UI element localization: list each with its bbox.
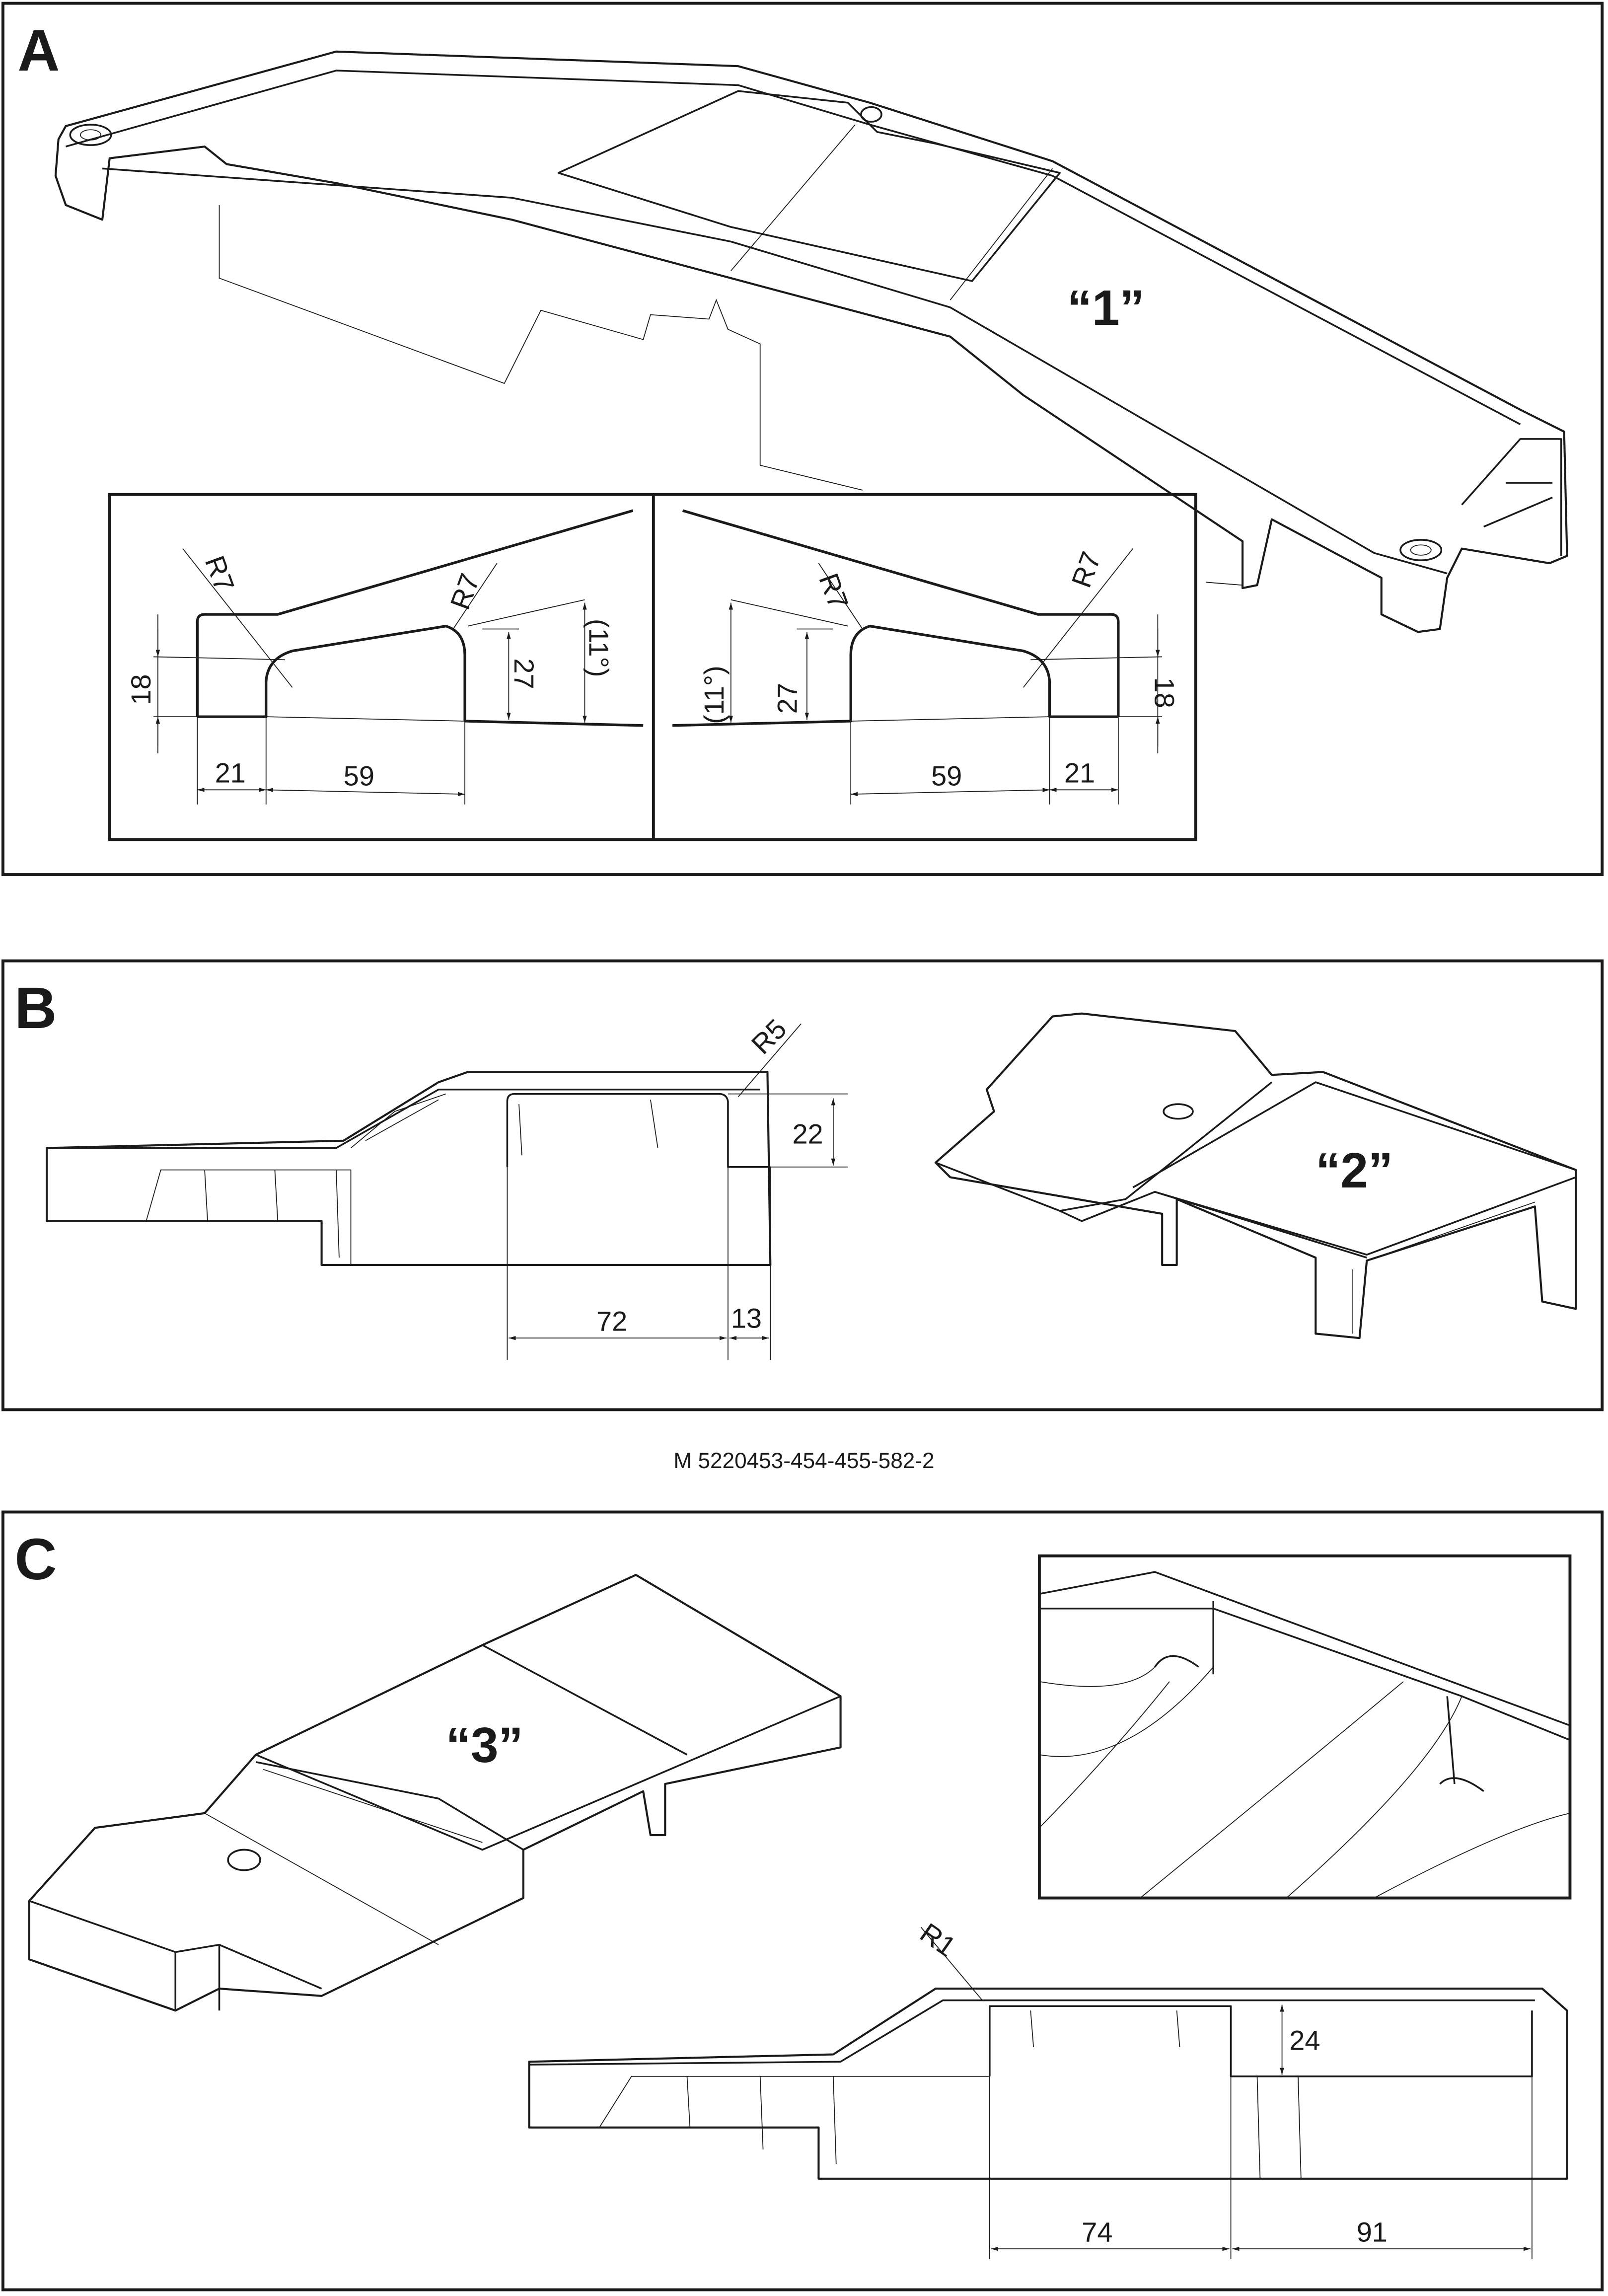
- right-height-27: 27: [771, 683, 803, 714]
- b-width-72: 72: [596, 1305, 627, 1336]
- left-height-18: 18: [125, 674, 156, 705]
- right-width-21: 21: [1064, 757, 1095, 789]
- c-height-24: 24: [1289, 2025, 1320, 2056]
- section-label-b: B: [14, 975, 57, 1040]
- b-radius-r5: R5: [745, 1013, 793, 1060]
- part-label-3: “3”: [446, 1717, 523, 1773]
- profile-detail-inset-a: R7 R7 18 27 (11°) 21 59: [108, 493, 1197, 841]
- part-2-side-view: R5 22 72 13: [46, 1013, 848, 1360]
- right-profile-detail: R7 R7 18 27 (11°) 59 21: [672, 509, 1180, 805]
- right-angle-11: (11°): [698, 666, 730, 724]
- drawing-number: M 5220453-454-455-582-2: [673, 1449, 934, 1473]
- left-height-27: 27: [509, 658, 540, 689]
- panel-a: A “1”: [1, 1, 1604, 876]
- part-3-side-view: R1 24 74 91: [528, 1917, 1568, 2259]
- b-height-22: 22: [792, 1118, 823, 1150]
- left-radius-2: R7: [444, 570, 486, 614]
- part-label-2: “2”: [1316, 1143, 1393, 1198]
- right-height-18: 18: [1149, 677, 1180, 708]
- right-radius-2: R7: [1065, 547, 1107, 592]
- panel-b: B R5 22 72 13 “2”: [1, 959, 1604, 1411]
- left-radius-1: R7: [199, 552, 241, 596]
- section-label-c: C: [14, 1526, 57, 1592]
- left-angle-11: (11°): [583, 619, 614, 677]
- b-width-13: 13: [731, 1303, 762, 1334]
- left-profile-detail: R7 R7 18 27 (11°) 21 59: [125, 509, 644, 805]
- detail-inset-c: [1037, 1554, 1572, 1900]
- c-width-74: 74: [1082, 2216, 1112, 2247]
- left-width-21: 21: [215, 757, 246, 789]
- right-radius-1: R7: [813, 569, 855, 613]
- panel-c: C “3” R1 24 74: [1, 1510, 1604, 2292]
- left-width-59: 59: [344, 760, 374, 791]
- part-label-1: “1”: [1067, 280, 1145, 336]
- part-1-isometric: [54, 50, 1568, 633]
- part-2-isometric: [934, 1012, 1577, 1339]
- right-width-59: 59: [931, 760, 962, 791]
- section-label-a: A: [17, 17, 60, 83]
- c-radius-r1: R1: [915, 1917, 962, 1963]
- c-width-91: 91: [1357, 2216, 1388, 2247]
- part-3-isometric: [28, 1573, 842, 2012]
